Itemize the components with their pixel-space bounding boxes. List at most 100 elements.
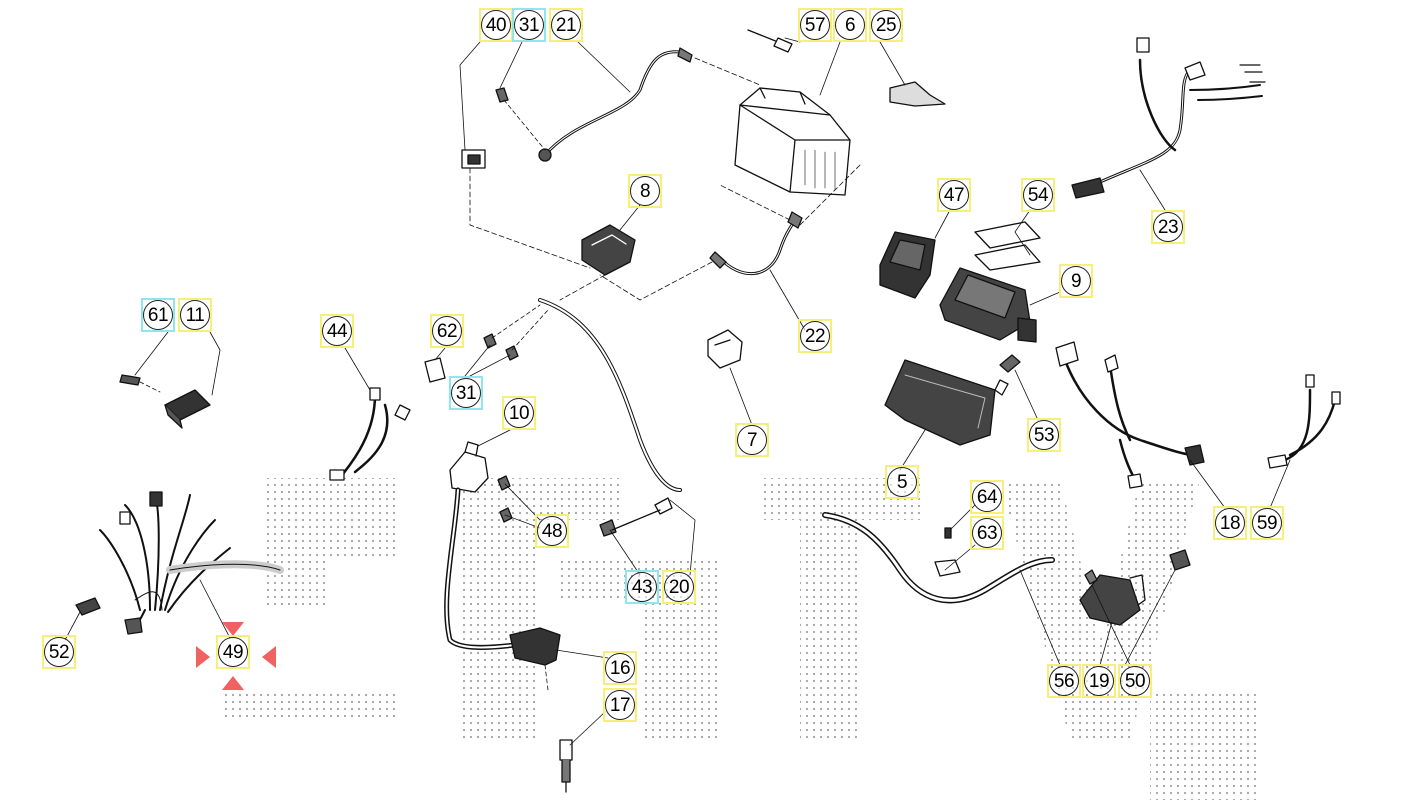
cover-47-part (879, 231, 936, 299)
bolt-57-part (747, 29, 793, 53)
callout-16-label: 16 (609, 657, 631, 679)
callout-10[interactable]: 10 (502, 396, 536, 430)
callout-21-label: 21 (555, 14, 577, 36)
side-harness-part (1267, 374, 1341, 469)
callout-52[interactable]: 52 (42, 635, 76, 669)
callout-17-label: 17 (609, 694, 631, 716)
rubber-holder-part (707, 329, 743, 369)
screw-31-part (495, 87, 546, 151)
callout-6[interactable]: 6 (833, 8, 867, 42)
callout-31-top[interactable]: 31 (512, 8, 546, 42)
callout-9[interactable]: 9 (1059, 264, 1093, 298)
callout-31-mid-label: 31 (455, 382, 477, 404)
terminal-cover-part (889, 81, 946, 107)
callout-6-label: 6 (844, 14, 856, 36)
nut-50-part (1169, 549, 1191, 571)
callout-22-label: 22 (804, 325, 826, 347)
callout-25[interactable]: 25 (869, 8, 903, 42)
regulator-part (884, 359, 1009, 446)
callout-8[interactable]: 8 (628, 174, 662, 208)
callout-40[interactable]: 40 (479, 8, 513, 42)
callout-20-label: 20 (668, 576, 690, 598)
callout-63[interactable]: 63 (970, 516, 1004, 550)
callout-57-label: 57 (804, 14, 826, 36)
callout-44-label: 44 (326, 320, 348, 342)
callout-40-label: 40 (485, 14, 507, 36)
cdi-unit-part (164, 389, 211, 429)
sub-harness-part (1055, 341, 1205, 489)
breather-hose-part (822, 512, 1055, 604)
leader-lines (64, 37, 1291, 746)
callout-61[interactable]: 61 (141, 298, 175, 332)
selection-markers (196, 622, 276, 690)
callout-7[interactable]: 7 (735, 423, 769, 457)
callout-47-label: 47 (943, 184, 965, 206)
positive-cable-part (538, 47, 761, 162)
callout-18[interactable]: 18 (1213, 506, 1247, 540)
callout-54[interactable]: 54 (1021, 178, 1055, 212)
switch-harness-part (329, 387, 411, 481)
callout-47[interactable]: 47 (937, 178, 971, 212)
callout-50[interactable]: 50 (1118, 664, 1152, 698)
main-harness-part (538, 298, 682, 537)
callout-64-label: 64 (976, 486, 998, 508)
callout-21[interactable]: 21 (549, 8, 583, 42)
callout-54-label: 54 (1027, 184, 1049, 206)
callout-56-label: 56 (1053, 670, 1075, 692)
callout-43-label: 43 (631, 576, 653, 598)
callout-59-label: 59 (1256, 512, 1278, 534)
screws-31-mid-part (483, 304, 549, 361)
callout-62[interactable]: 62 (430, 314, 464, 348)
callout-64[interactable]: 64 (970, 480, 1004, 514)
callout-63-label: 63 (976, 522, 998, 544)
callout-11[interactable]: 11 (178, 298, 212, 332)
callout-10-label: 10 (508, 402, 530, 424)
wiring-loom-part (99, 491, 284, 635)
callout-18-label: 18 (1219, 512, 1241, 534)
callout-52-label: 52 (48, 641, 70, 663)
callout-31-mid[interactable]: 31 (449, 376, 483, 410)
callout-19-label: 19 (1088, 670, 1110, 692)
clip-40-part (461, 149, 591, 269)
callout-5[interactable]: 5 (885, 465, 919, 499)
negative-cable-part (599, 211, 803, 301)
callout-23[interactable]: 23 (1151, 210, 1185, 244)
callout-43[interactable]: 43 (625, 570, 659, 604)
callout-7-label: 7 (746, 429, 758, 451)
callout-8-label: 8 (639, 180, 651, 202)
callout-11-label: 11 (185, 304, 205, 326)
callout-62-label: 62 (436, 320, 458, 342)
bracket-63-part (934, 527, 961, 577)
callout-5-label: 5 (896, 471, 908, 493)
callout-53-label: 53 (1033, 424, 1055, 446)
callout-16[interactable]: 16 (603, 651, 637, 685)
battery-part (719, 87, 861, 226)
callout-20[interactable]: 20 (662, 570, 696, 604)
callout-19[interactable]: 19 (1082, 664, 1116, 698)
callout-59[interactable]: 59 (1250, 506, 1284, 540)
clip-62-part (424, 357, 446, 383)
callout-49[interactable]: 49 (216, 635, 250, 669)
callout-56[interactable]: 56 (1047, 664, 1081, 698)
front-harness-part (1071, 37, 1266, 199)
callout-23-label: 23 (1157, 216, 1179, 238)
callout-17[interactable]: 17 (603, 688, 637, 722)
fuse-53-part (999, 354, 1021, 373)
callout-31-top-label: 31 (518, 14, 540, 36)
fuse-box-part (939, 267, 1037, 343)
callout-44[interactable]: 44 (320, 314, 354, 348)
callout-61-label: 61 (147, 304, 169, 326)
callout-22[interactable]: 22 (798, 319, 832, 353)
callout-9-label: 9 (1070, 270, 1082, 292)
horn-part (1079, 569, 1146, 626)
callout-49-label: 49 (222, 641, 244, 663)
spark-plug-part (559, 739, 573, 793)
callout-48-label: 48 (541, 520, 563, 542)
callout-50-label: 50 (1124, 670, 1146, 692)
callout-57[interactable]: 57 (798, 8, 832, 42)
gasket-54-part (974, 221, 1041, 271)
callout-48[interactable]: 48 (535, 514, 569, 548)
callout-53[interactable]: 53 (1027, 418, 1061, 452)
